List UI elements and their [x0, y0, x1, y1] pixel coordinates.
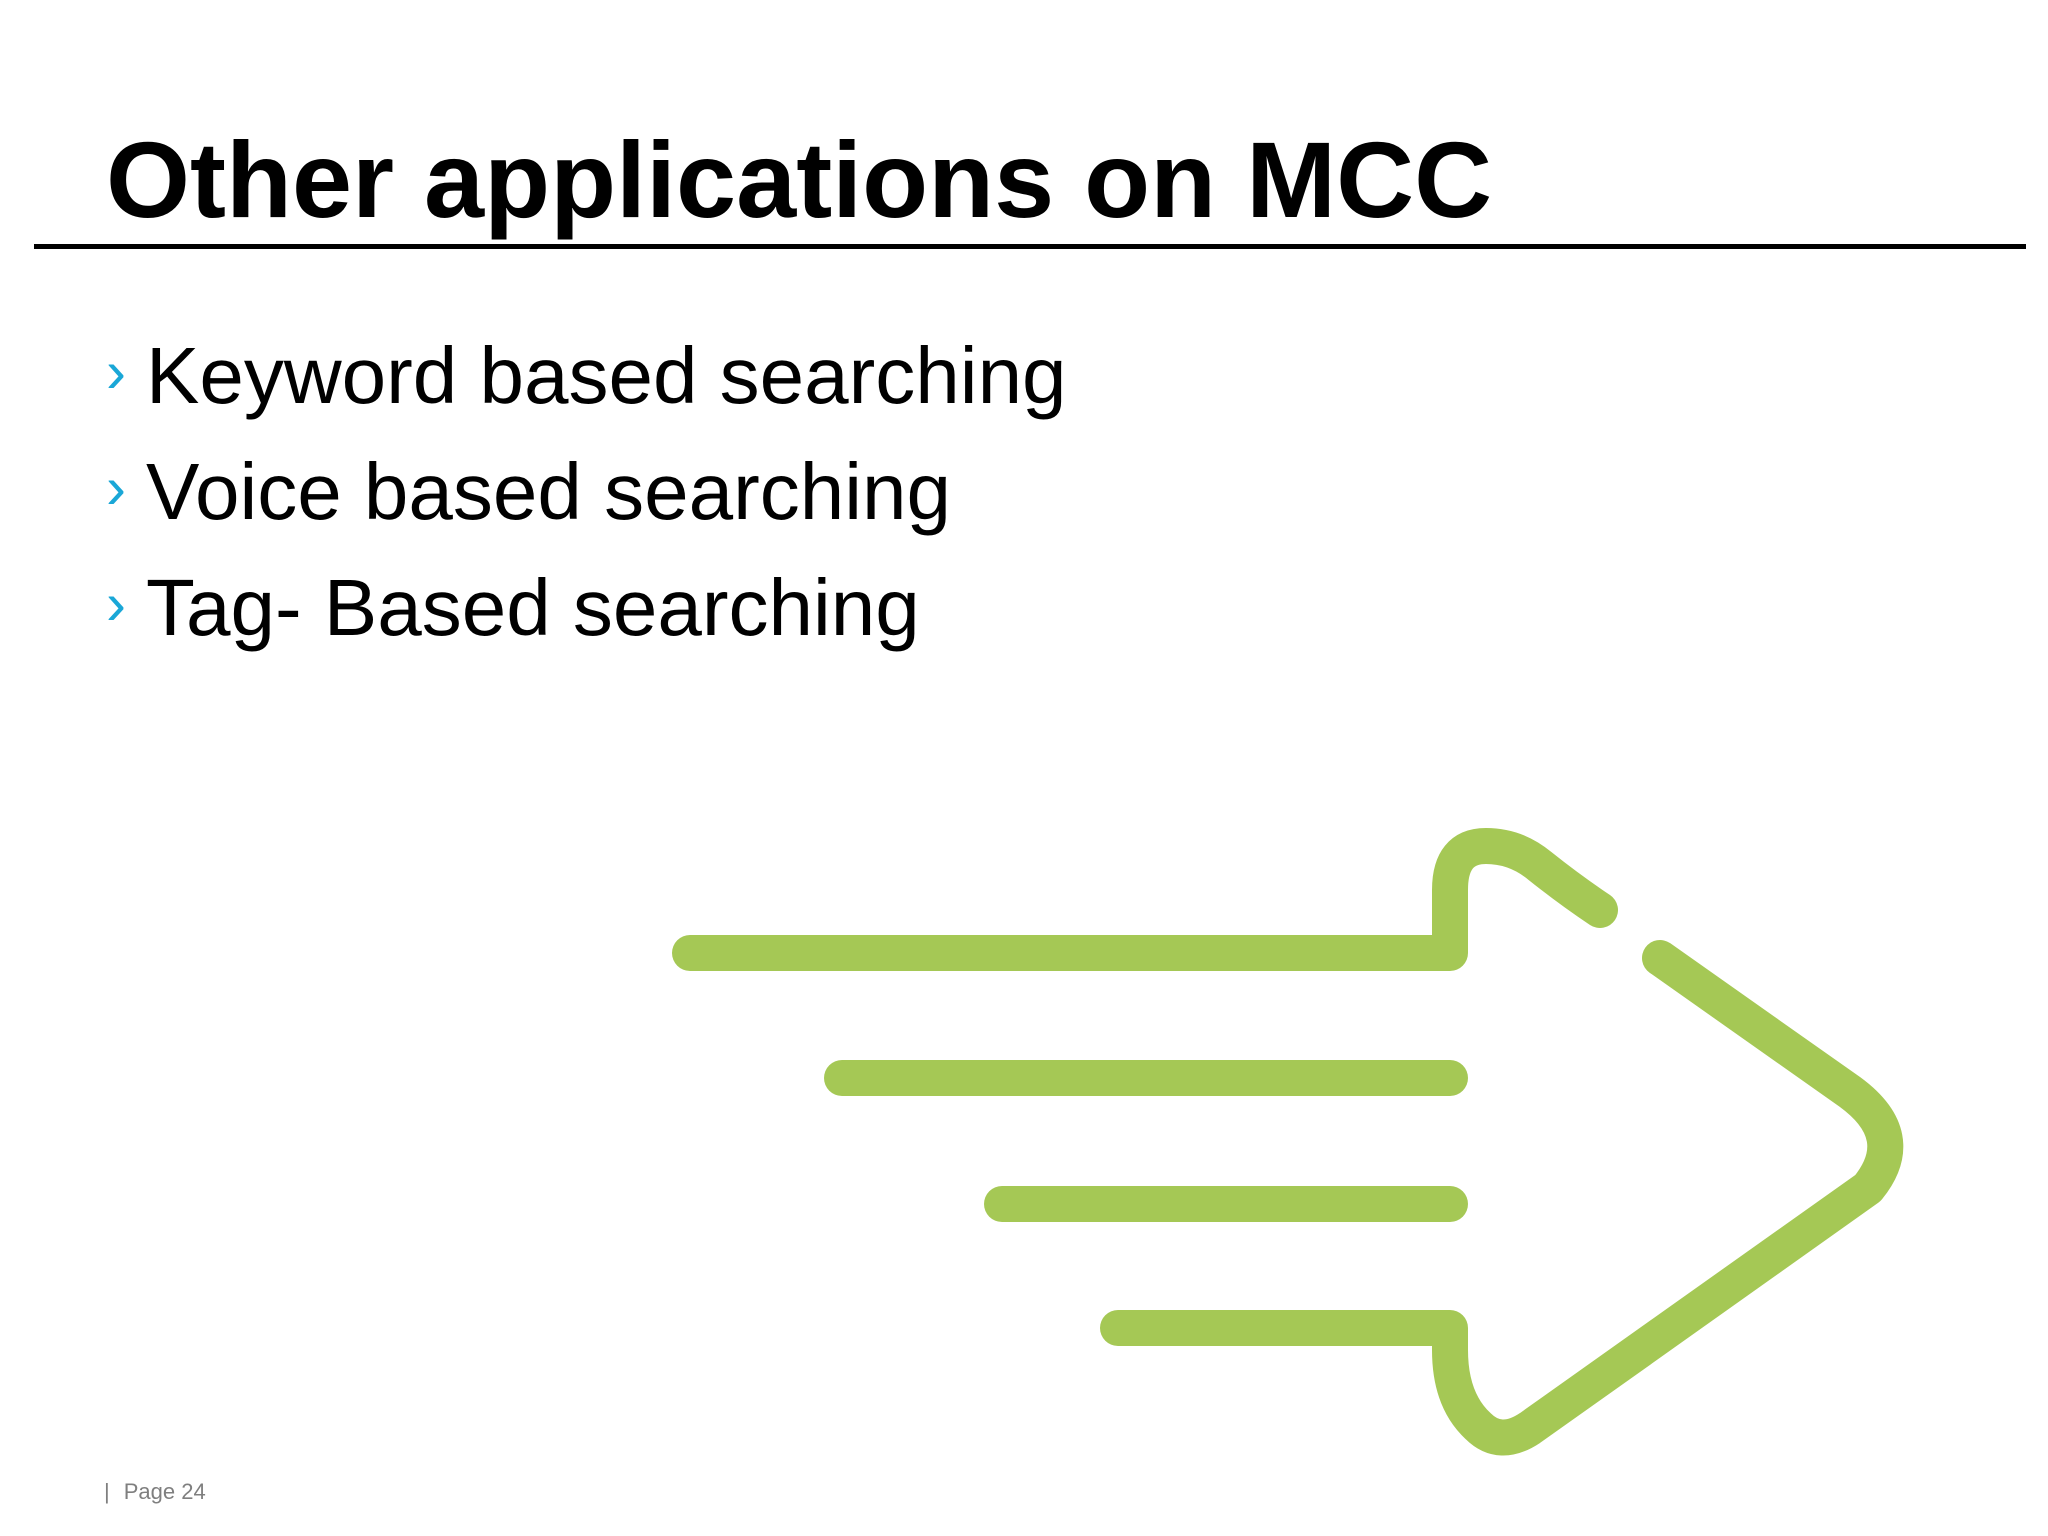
- chevron-right-icon: ›: [106, 454, 126, 521]
- slide-title: Other applications on MCC: [106, 119, 1493, 240]
- page-number: Page 24: [123, 1479, 206, 1504]
- bullet-item-tag: › Tag- Based searching: [106, 550, 1067, 666]
- bullet-list: › Keyword based searching › Voice based …: [106, 318, 1067, 666]
- bullet-item-voice: › Voice based searching: [106, 434, 1067, 550]
- title-divider: [34, 244, 2026, 249]
- page-footer: | Page 24: [104, 1479, 206, 1505]
- bullet-text: Voice based searching: [146, 447, 951, 536]
- chevron-right-icon: ›: [106, 570, 126, 637]
- bullet-text: Keyword based searching: [146, 331, 1067, 420]
- arrow-top-line: [672, 828, 1618, 971]
- chevron-right-icon: ›: [106, 338, 126, 405]
- footer-separator: |: [104, 1479, 110, 1504]
- arrow-head-edge: [1100, 940, 1904, 1456]
- bullet-item-keyword: › Keyword based searching: [106, 318, 1067, 434]
- bullet-text: Tag- Based searching: [146, 563, 920, 652]
